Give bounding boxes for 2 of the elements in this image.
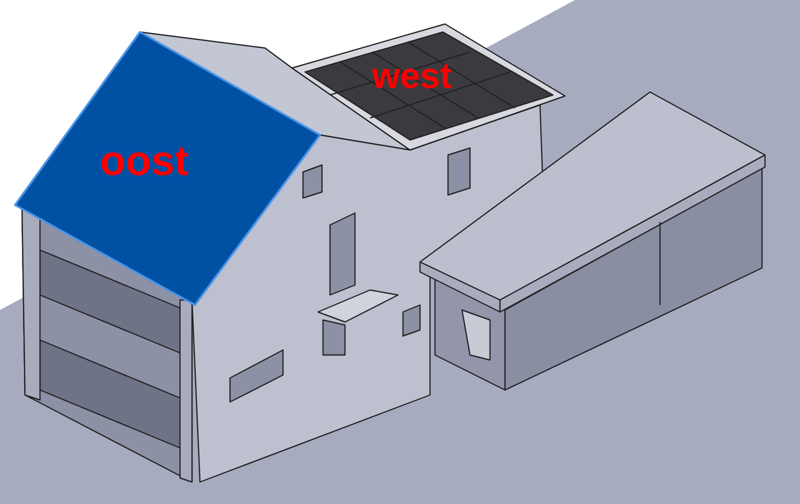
roof-label: oost	[100, 140, 189, 182]
roof-label: west	[372, 58, 452, 94]
